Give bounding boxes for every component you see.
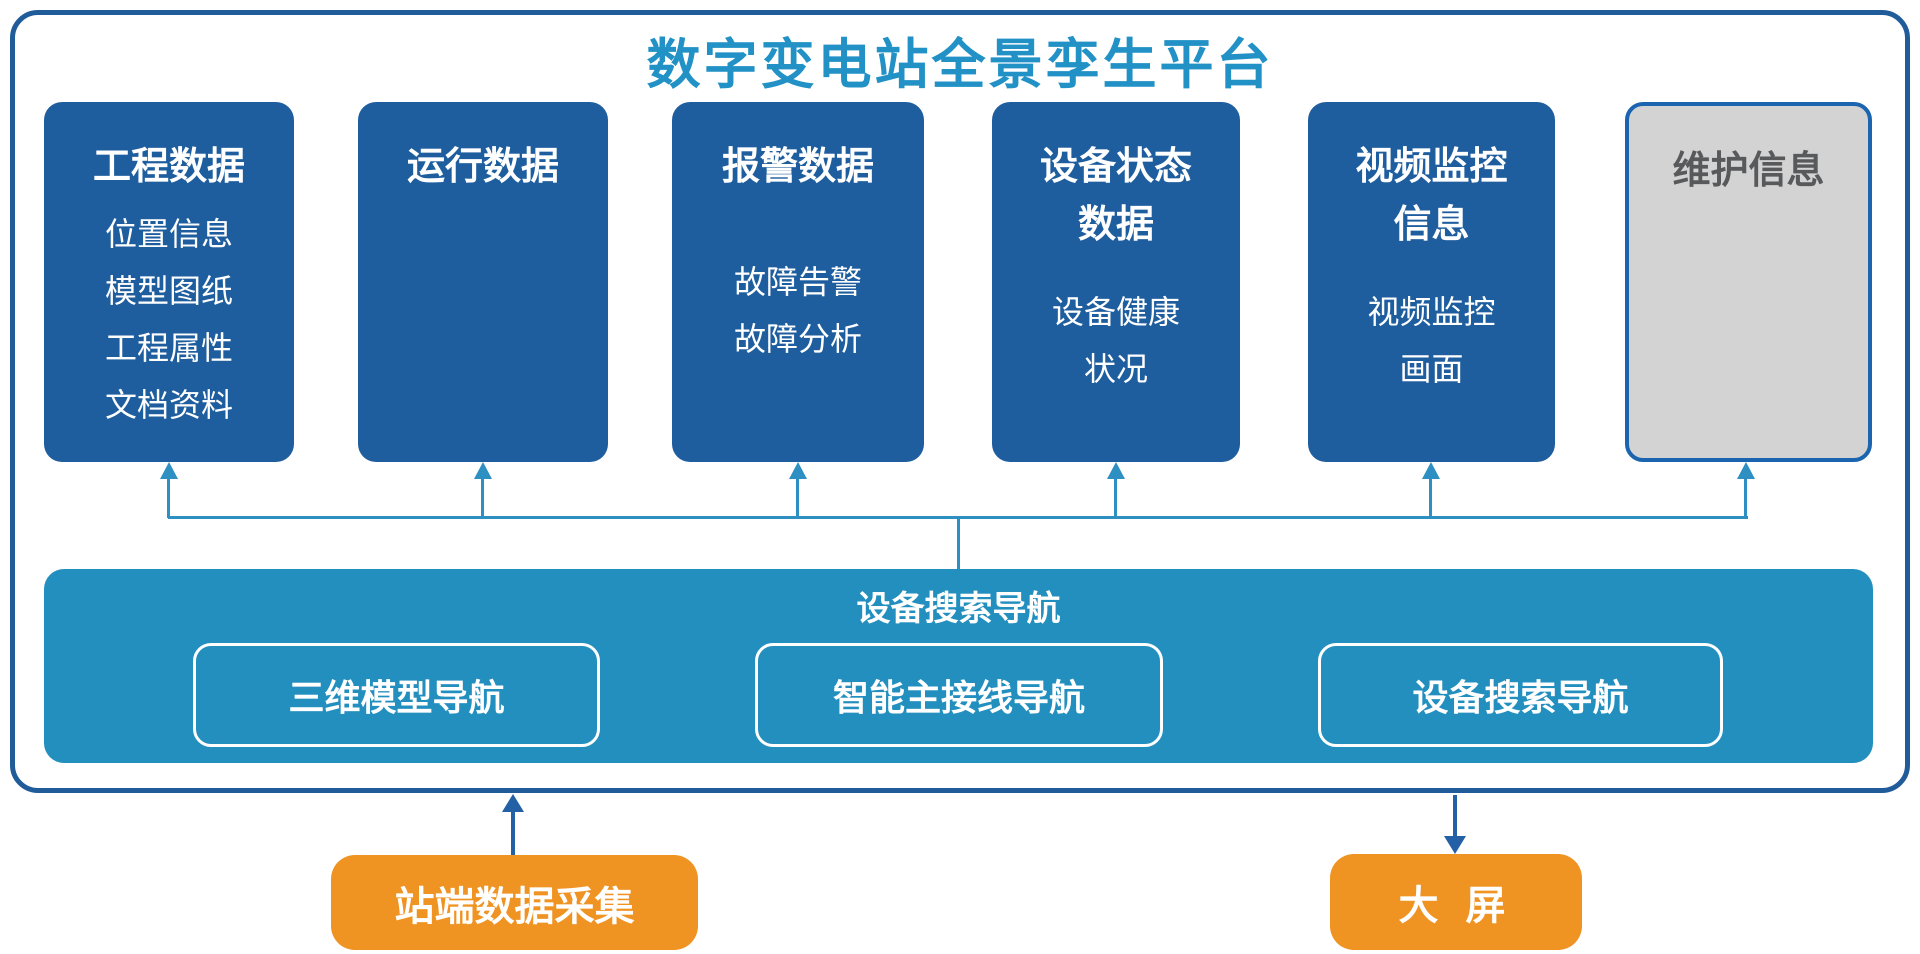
card-item: 模型图纸 (104, 273, 233, 309)
card-item-list: 设备健康 状况 (992, 284, 1240, 398)
arrow-up-icon (474, 462, 492, 479)
arrow-up-icon (1107, 462, 1125, 479)
page-title: 数字变电站全景孪生平台 (646, 35, 1274, 95)
arrow-up-icon (789, 462, 807, 479)
card-item: 工程属性 (104, 330, 233, 366)
device-search-nav-bar: 设备搜索导航 三维模型导航 智能主接线导航 设备搜索导航 (44, 569, 1873, 763)
arrow-up-icon (1737, 462, 1755, 479)
card-item: 故障告警 (733, 264, 862, 300)
card-item: 设备健康 (1051, 294, 1180, 330)
card-title: 视频监控 信息 (1355, 146, 1508, 246)
card-title: 工程数据 (92, 146, 245, 188)
card-device-status-data: 设备状态 数据 设备健康 状况 (992, 102, 1240, 462)
nav-bar-title: 设备搜索导航 (856, 590, 1061, 628)
arrow-down-icon (1444, 836, 1466, 854)
card-item: 视频监控 (1367, 294, 1496, 330)
card-item: 画面 (1399, 351, 1464, 387)
arrow-up-icon (502, 794, 524, 812)
card-item: 故障分析 (733, 321, 862, 357)
card-video-surveillance-info: 视频监控 信息 视频监控 画面 (1308, 102, 1555, 462)
card-engineering-data: 工程数据 位置信息 模型图纸 工程属性 文档资料 (44, 102, 294, 462)
card-item-list: 视频监控 画面 (1308, 284, 1555, 398)
card-maintenance-info: 维护信息 (1625, 102, 1872, 462)
station-data-collection-box: 站端数据采集 (331, 855, 698, 950)
connector-vertical-line (957, 518, 960, 570)
card-item-list: 位置信息 模型图纸 工程属性 文档资料 (44, 206, 294, 434)
nav-button-3d-model[interactable]: 三维模型导航 (193, 643, 600, 747)
card-title: 设备状态 数据 (1039, 146, 1192, 246)
card-title: 报警数据 (721, 146, 874, 188)
card-item: 位置信息 (104, 216, 233, 252)
card-alarm-data: 报警数据 故障告警 故障分析 (672, 102, 924, 462)
card-operation-data: 运行数据 (358, 102, 608, 462)
arrow-up-icon (1422, 462, 1440, 479)
arrow-up-icon (160, 462, 178, 479)
card-title: 维护信息 (1672, 150, 1825, 192)
connector-horizontal-line (168, 516, 1748, 519)
nav-button-device-search[interactable]: 设备搜索导航 (1318, 643, 1723, 747)
card-item: 文档资料 (104, 387, 233, 423)
card-title: 运行数据 (406, 146, 559, 188)
card-item: 状况 (1083, 351, 1148, 387)
big-screen-box: 大 屏 (1330, 854, 1582, 950)
nav-button-main-wiring[interactable]: 智能主接线导航 (755, 643, 1163, 747)
card-item-list: 故障告警 故障分析 (672, 254, 924, 368)
